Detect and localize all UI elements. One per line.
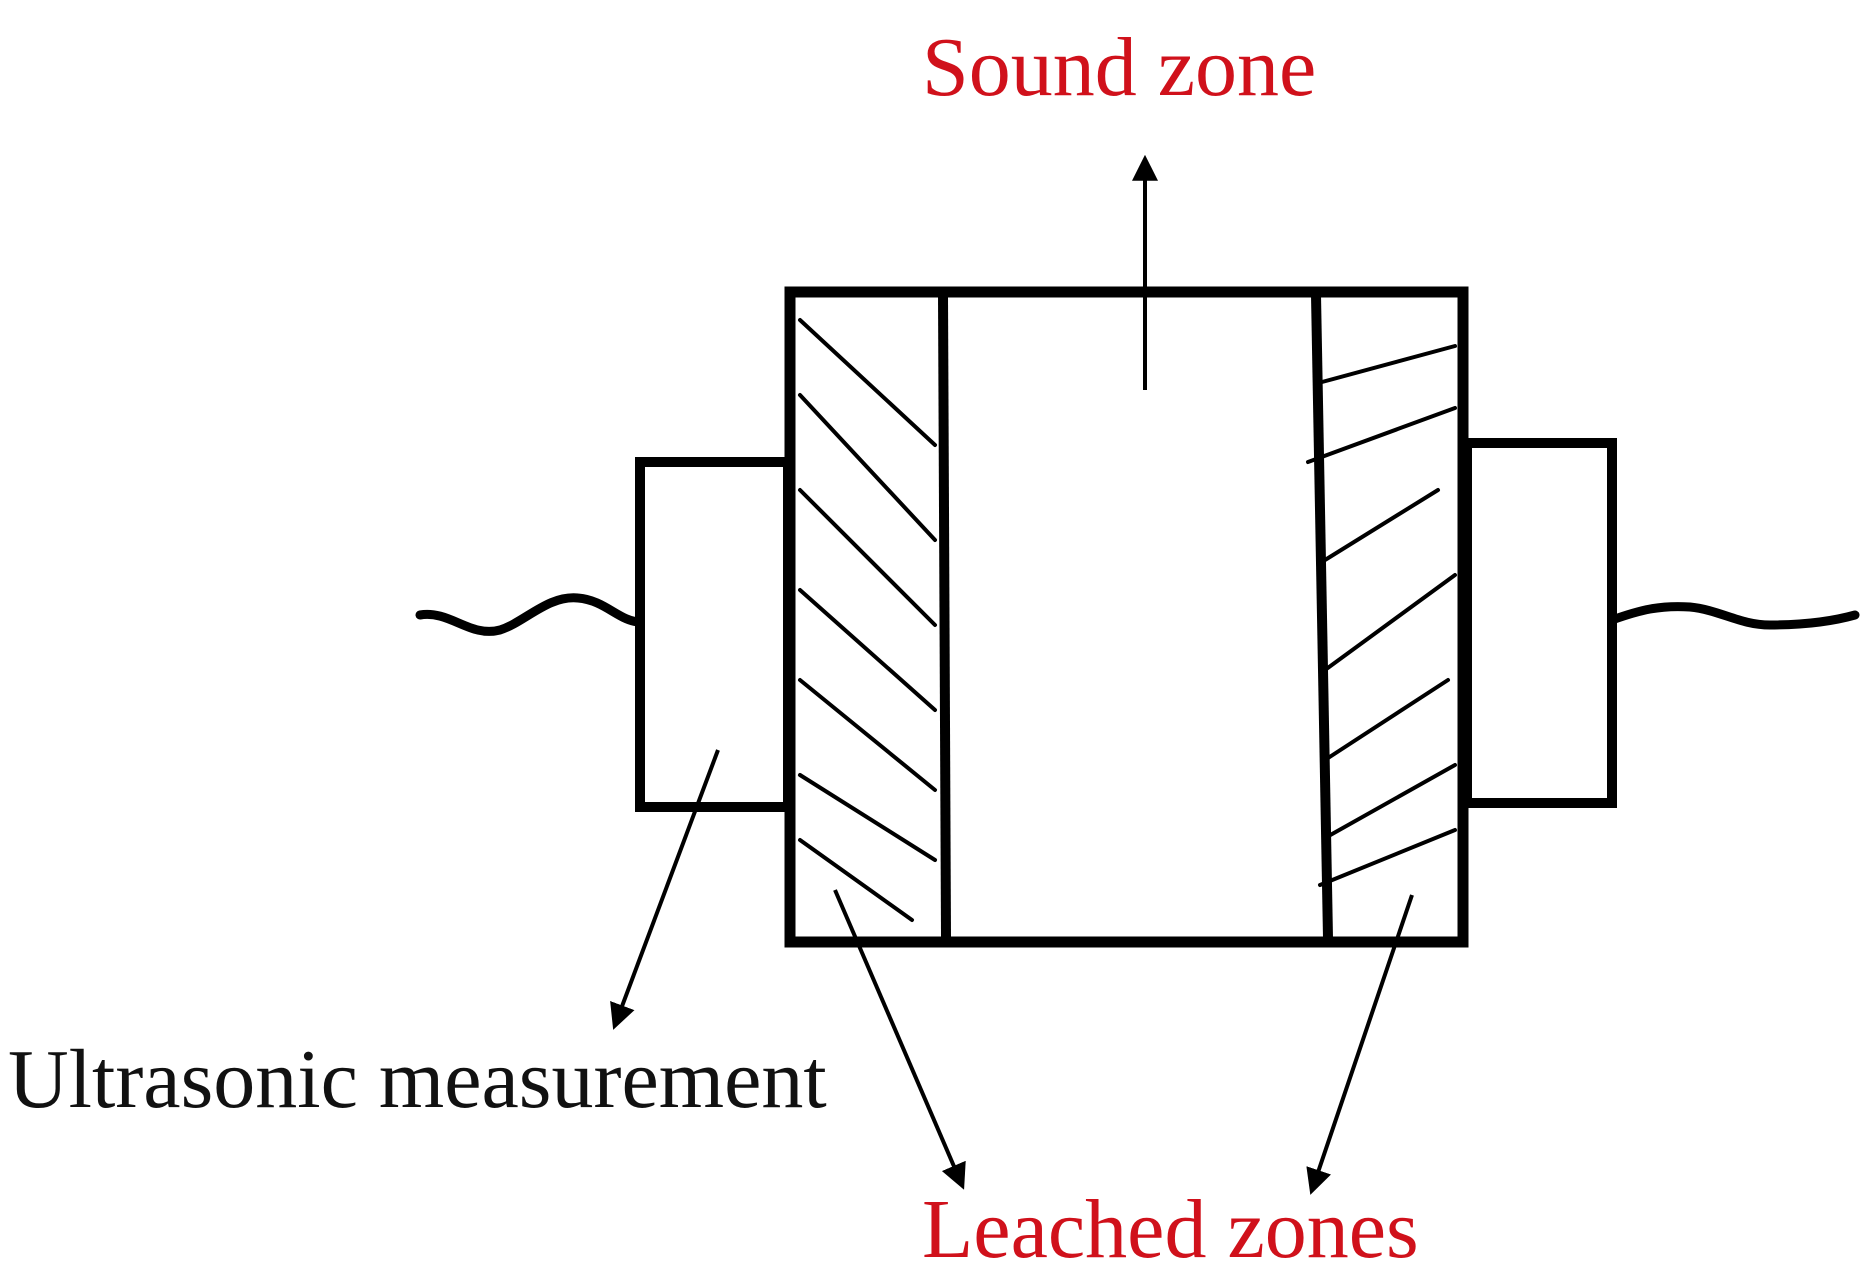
- left-leached-boundary: [938, 294, 951, 939]
- leached-right-arrow: [1306, 894, 1414, 1195]
- specimen-outline: [784, 286, 1469, 948]
- right-leached-zone-hatching: [1306, 344, 1457, 887]
- ultrasonic-measurement-label: Ultrasonic measurement: [8, 1033, 827, 1126]
- left-cable: [415, 593, 645, 636]
- left-leached-zone-hatching: [798, 318, 937, 922]
- left-transducer-body: [635, 457, 793, 812]
- right-leached-boundary: [1311, 294, 1333, 939]
- specimen: [784, 286, 1469, 948]
- right-transducer-body: [1462, 438, 1617, 808]
- pointer-arrows: [610, 154, 1414, 1195]
- left-transducer: [415, 457, 793, 812]
- right-transducer: [1462, 438, 1860, 808]
- leached-left-arrow: [833, 889, 966, 1190]
- sound-zone-label: Sound zone: [922, 21, 1317, 114]
- ultrasonic-arrow: [610, 749, 720, 1030]
- leached-zones-label: Leached zones: [922, 1183, 1419, 1276]
- right-cable: [1607, 602, 1860, 630]
